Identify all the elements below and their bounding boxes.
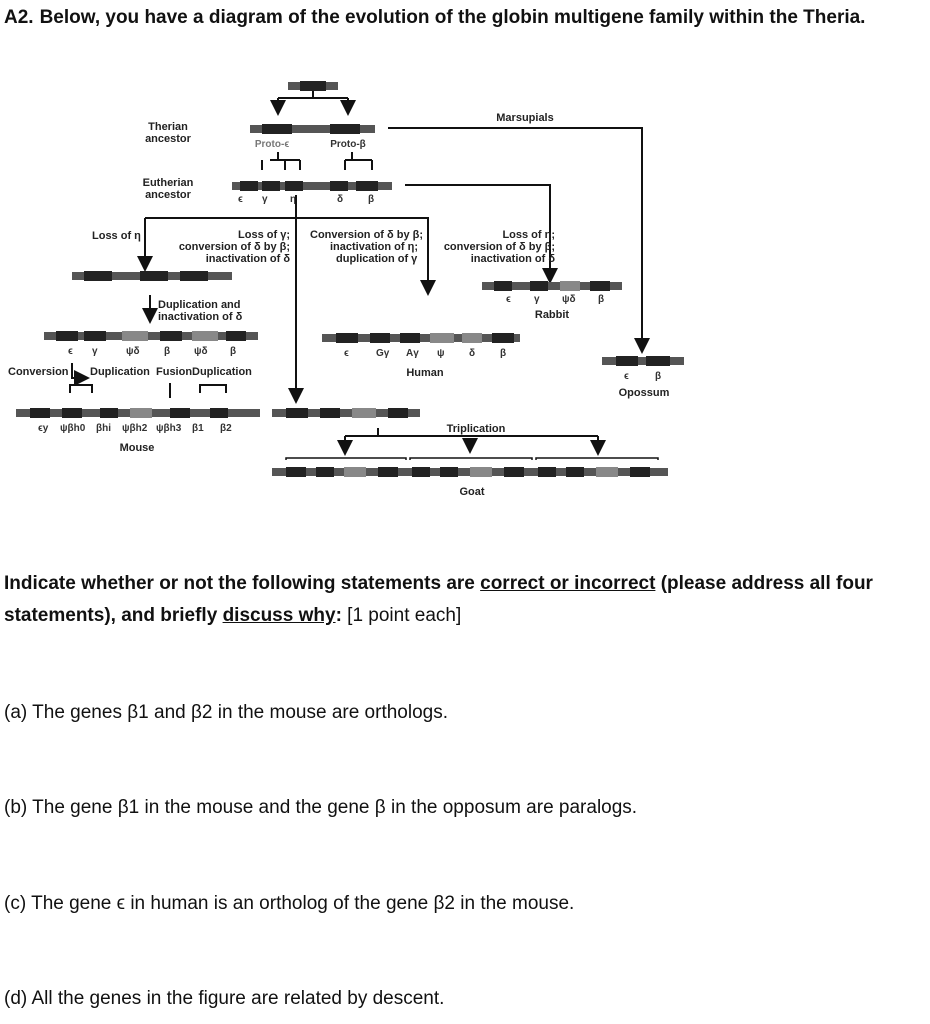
human-gene-agamma: Aγ [406,348,419,359]
mouse-mid-gene-psidelta1: ψδ [126,346,140,357]
rabbit-gene-gamma: γ [534,294,540,305]
mouse-intermediate-chromosome [72,271,232,281]
mouse-event-label: Loss of γ;conversion of δ by β;inactivat… [179,229,291,265]
mouse-final-chromosome [16,408,260,418]
eutherian-gene-beta: β [368,194,374,205]
mouse-mid-gene-eps: ϵ [68,346,73,357]
opossum-gene-beta: β [655,371,661,382]
marsupials-label: Marsupials [496,112,553,124]
eutherian-gene-eta: η [290,194,296,205]
duplication2-label: Duplication [192,366,252,378]
therian-chromosome [250,124,375,134]
question-text: Below, you have a diagram of the evoluti… [39,7,866,28]
human-gene-ggamma: Gγ [376,348,390,359]
opossum-gene-eps: ϵ [624,371,629,382]
human-gene-beta: β [500,348,506,359]
rabbit-label: Rabbit [535,309,570,321]
statement-a: (a) The genes β1 and β2 in the mouse are… [4,702,448,723]
opossum-label: Opossum [619,387,670,399]
proto-beta-label: Proto-β [330,139,366,150]
statement-d: (d) All the genes in the figure are rela… [4,988,445,1009]
eutherian-gene-eps: ϵ [238,194,243,205]
statement-b: (b) The gene β1 in the mouse and the gen… [4,797,638,818]
goat-ancestor-chromosome [272,408,420,418]
triplication-label: Triplication [447,423,506,435]
mouse-gene-bhi: βhi [96,423,111,434]
human-gene-psi: ψ [437,348,445,359]
mouse-mid-gene-beta2: β [230,346,236,357]
human-event-label: Conversion of δ by β;inactivation of η;d… [310,229,423,265]
rabbit-gene-psidelta: ψδ [562,294,576,305]
duplication-label: Duplication [90,366,150,378]
mouse-gene-b1: β1 [192,423,204,434]
fusion-label: Fusion [156,366,192,378]
mouse-gene-b2: β2 [220,423,232,434]
rabbit-chromosome [482,281,622,291]
instructions: Indicate whether or not the following st… [4,568,924,632]
eutherian-gene-delta: δ [337,194,343,205]
human-chromosome [322,333,520,343]
opossum-chromosome [602,356,684,366]
mouse-mid-chromosome [44,331,258,341]
mouse-gene-epsy: ϵy [38,423,49,434]
mouse-label: Mouse [120,442,155,454]
instructions-lead: Indicate whether or not the following st… [4,573,481,594]
goat-chromosome [272,457,668,477]
eutherian-gene-gamma: γ [262,194,268,205]
human-gene-delta: δ [469,348,475,359]
conversion-label: Conversion [8,366,69,378]
eutherian-chromosome [232,181,392,191]
instructions-colon: : [335,605,342,626]
rabbit-event-label: Loss of η;conversion of δ by β;inactivat… [444,229,556,265]
loss-eta-label: Loss of η [92,230,141,242]
instructions-correct-incorrect: correct or incorrect [480,573,656,594]
question-title: A2.Below, you have a diagram of the evol… [4,2,904,33]
mouse-mid-gene-psidelta2: ψδ [194,346,208,357]
instructions-discuss-why: discuss why [222,605,336,626]
instructions-points: [1 point each] [341,605,462,626]
question-number: A2. [4,7,34,28]
mouse-gene-psibh0: ψβh0 [60,423,86,434]
goat-label: Goat [459,486,484,498]
rabbit-gene-beta: β [598,294,604,305]
statement-c: (c) The gene ϵ in human is an ortholog o… [4,893,575,914]
mouse-gene-psibh2: ψβh2 [122,423,148,434]
ancestral-chromosome [288,81,338,91]
instructions-mid: (please address all four statements), an… [4,573,873,626]
mouse-mid-gene-beta1: β [164,346,170,357]
mouse-gene-psibh3: ψβh3 [156,423,182,434]
rabbit-gene-eps: ϵ [506,294,511,305]
mouse-mid-gene-gamma: γ [92,346,98,357]
human-label: Human [406,367,444,379]
proto-eps-label: Proto-ϵ [255,139,289,150]
human-gene-eps: ϵ [344,348,349,359]
